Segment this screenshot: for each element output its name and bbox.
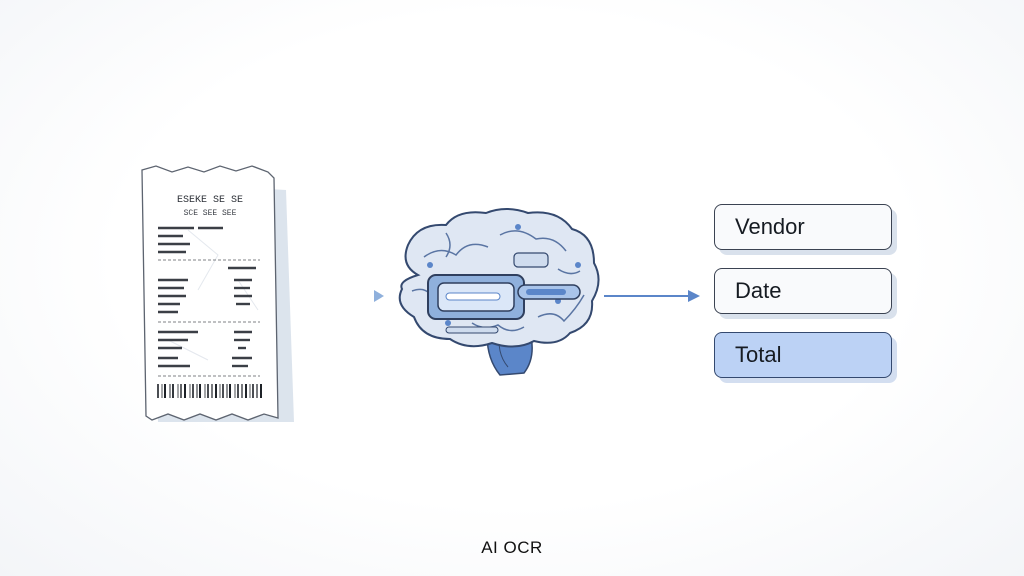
receipt-barcode — [157, 384, 262, 398]
arrow-right-icon — [604, 290, 700, 302]
field-total: Total — [714, 332, 892, 378]
field-total-label: Total — [735, 342, 782, 367]
receipt-illustration: ESEKE SE SE SCE SEE SEE — [141, 165, 294, 422]
arrow-right-icon — [274, 290, 384, 302]
ai-brain-illustration — [398, 208, 600, 376]
receipt-print-lines — [158, 226, 256, 368]
receipt-subheader-text: SCE SEE SEE — [184, 209, 237, 218]
field-vendor: Vendor — [714, 204, 892, 250]
field-date: Date — [714, 268, 892, 314]
field-vendor-label: Vendor — [735, 214, 805, 239]
receipt-header-text: ESEKE SE SE — [177, 195, 243, 206]
field-date-label: Date — [735, 278, 782, 303]
diagram-caption: AI OCR — [481, 538, 543, 557]
